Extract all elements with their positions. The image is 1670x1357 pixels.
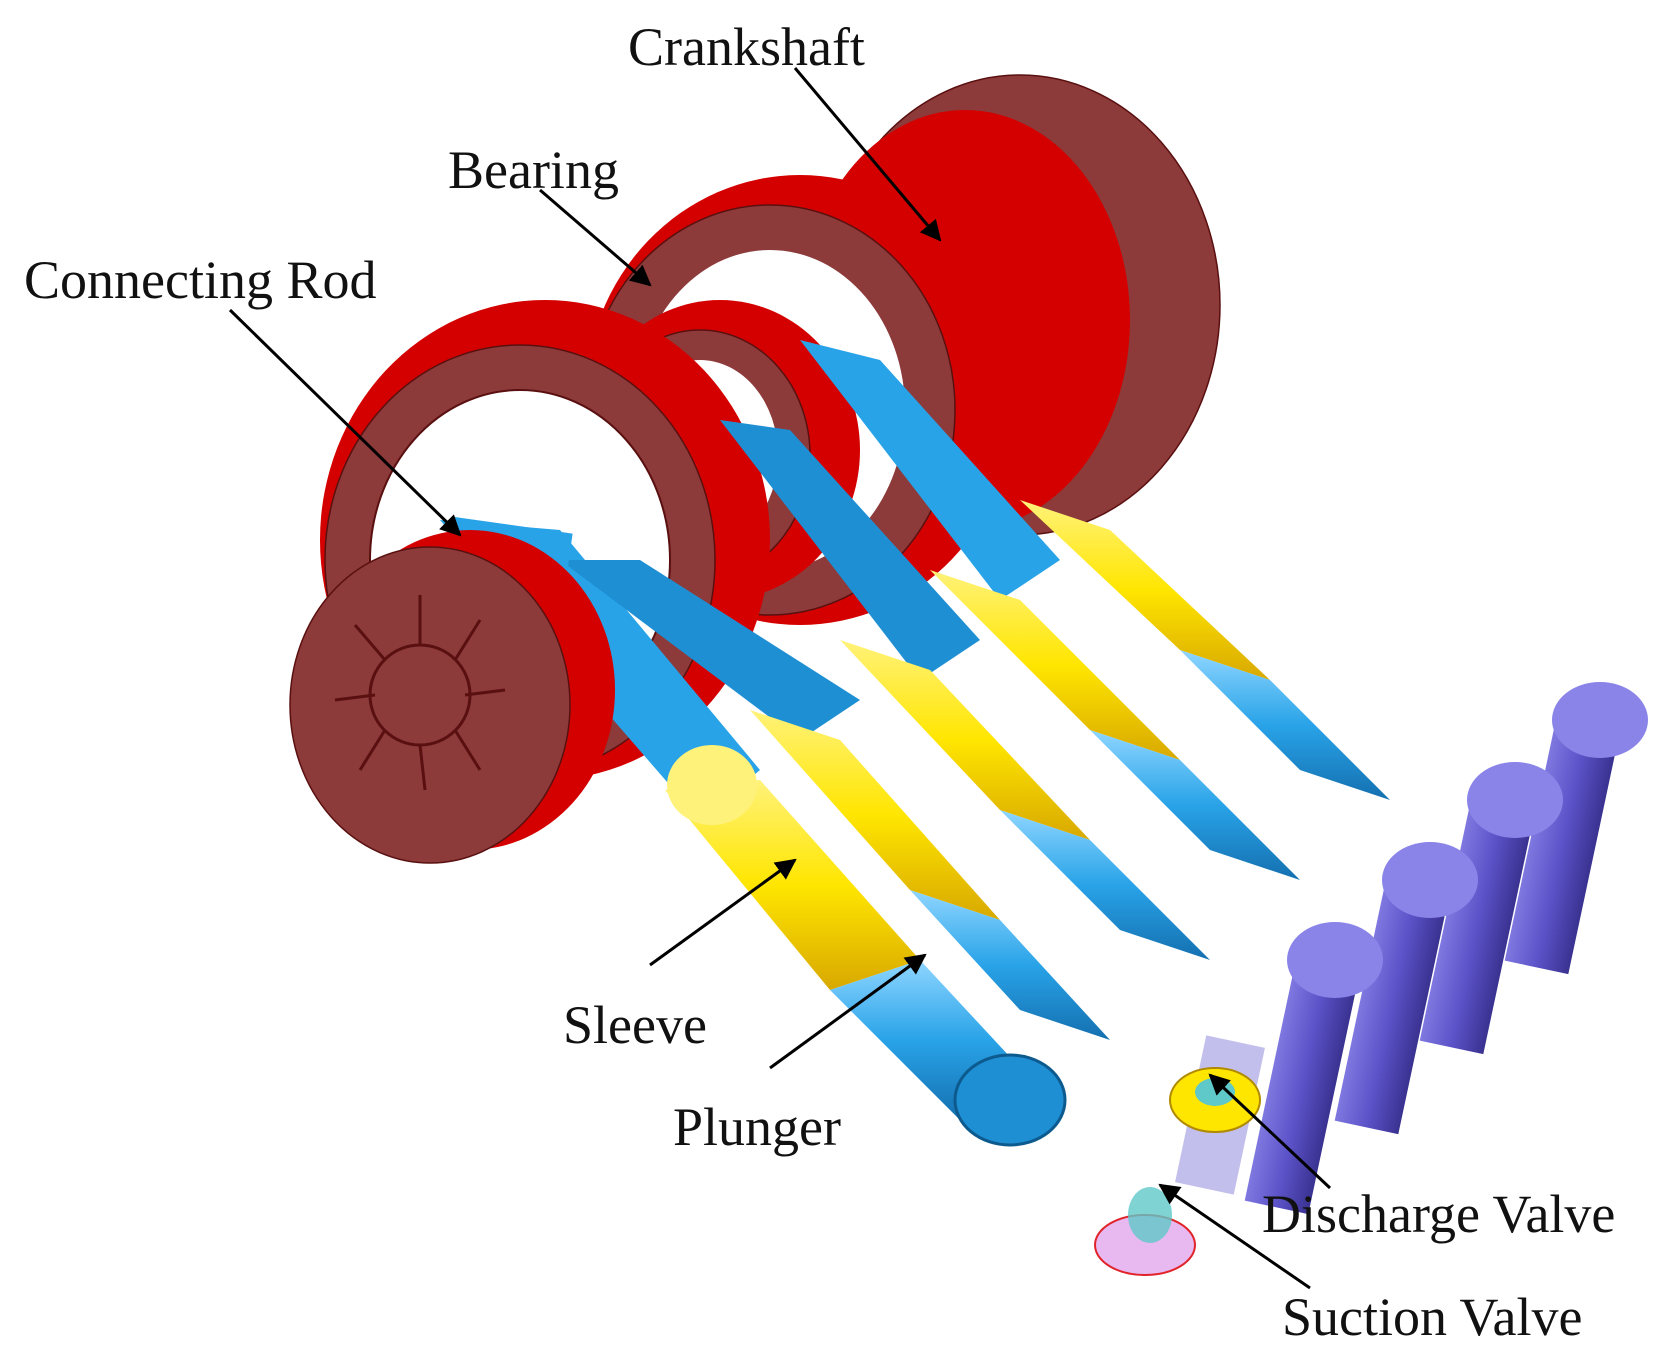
- cylinder-row-2: [840, 640, 1210, 960]
- crankshaft-front-disc: [289, 530, 615, 864]
- bearing-leader: [539, 188, 652, 287]
- label-plunger: Plunger: [673, 1097, 841, 1157]
- label-discharge-valve: Discharge Valve: [1262, 1184, 1615, 1244]
- cylinder-row-4: [1020, 500, 1390, 800]
- crankshaft-leader: [793, 67, 942, 242]
- plunger-leader: [769, 953, 927, 1070]
- label-crankshaft: Crankshaft: [628, 17, 865, 77]
- label-sleeve: Sleeve: [563, 995, 707, 1055]
- cylinder-row-1: [750, 710, 1110, 1040]
- connecting-rod-leader: [228, 308, 462, 537]
- discharge-valve-leader: [1208, 1073, 1332, 1190]
- cylinder-row-3: [930, 570, 1300, 880]
- label-bearing: Bearing: [448, 140, 619, 200]
- valve-columns: [1094, 682, 1648, 1276]
- label-connecting-rod: Connecting Rod: [24, 250, 376, 310]
- cylinder-row-0: [665, 745, 1067, 1147]
- sleeve-leader: [649, 858, 797, 967]
- leader-lines: [228, 67, 1332, 1290]
- label-suction-valve: Suction Valve: [1282, 1287, 1582, 1347]
- suction-valve-leader: [1158, 1183, 1311, 1290]
